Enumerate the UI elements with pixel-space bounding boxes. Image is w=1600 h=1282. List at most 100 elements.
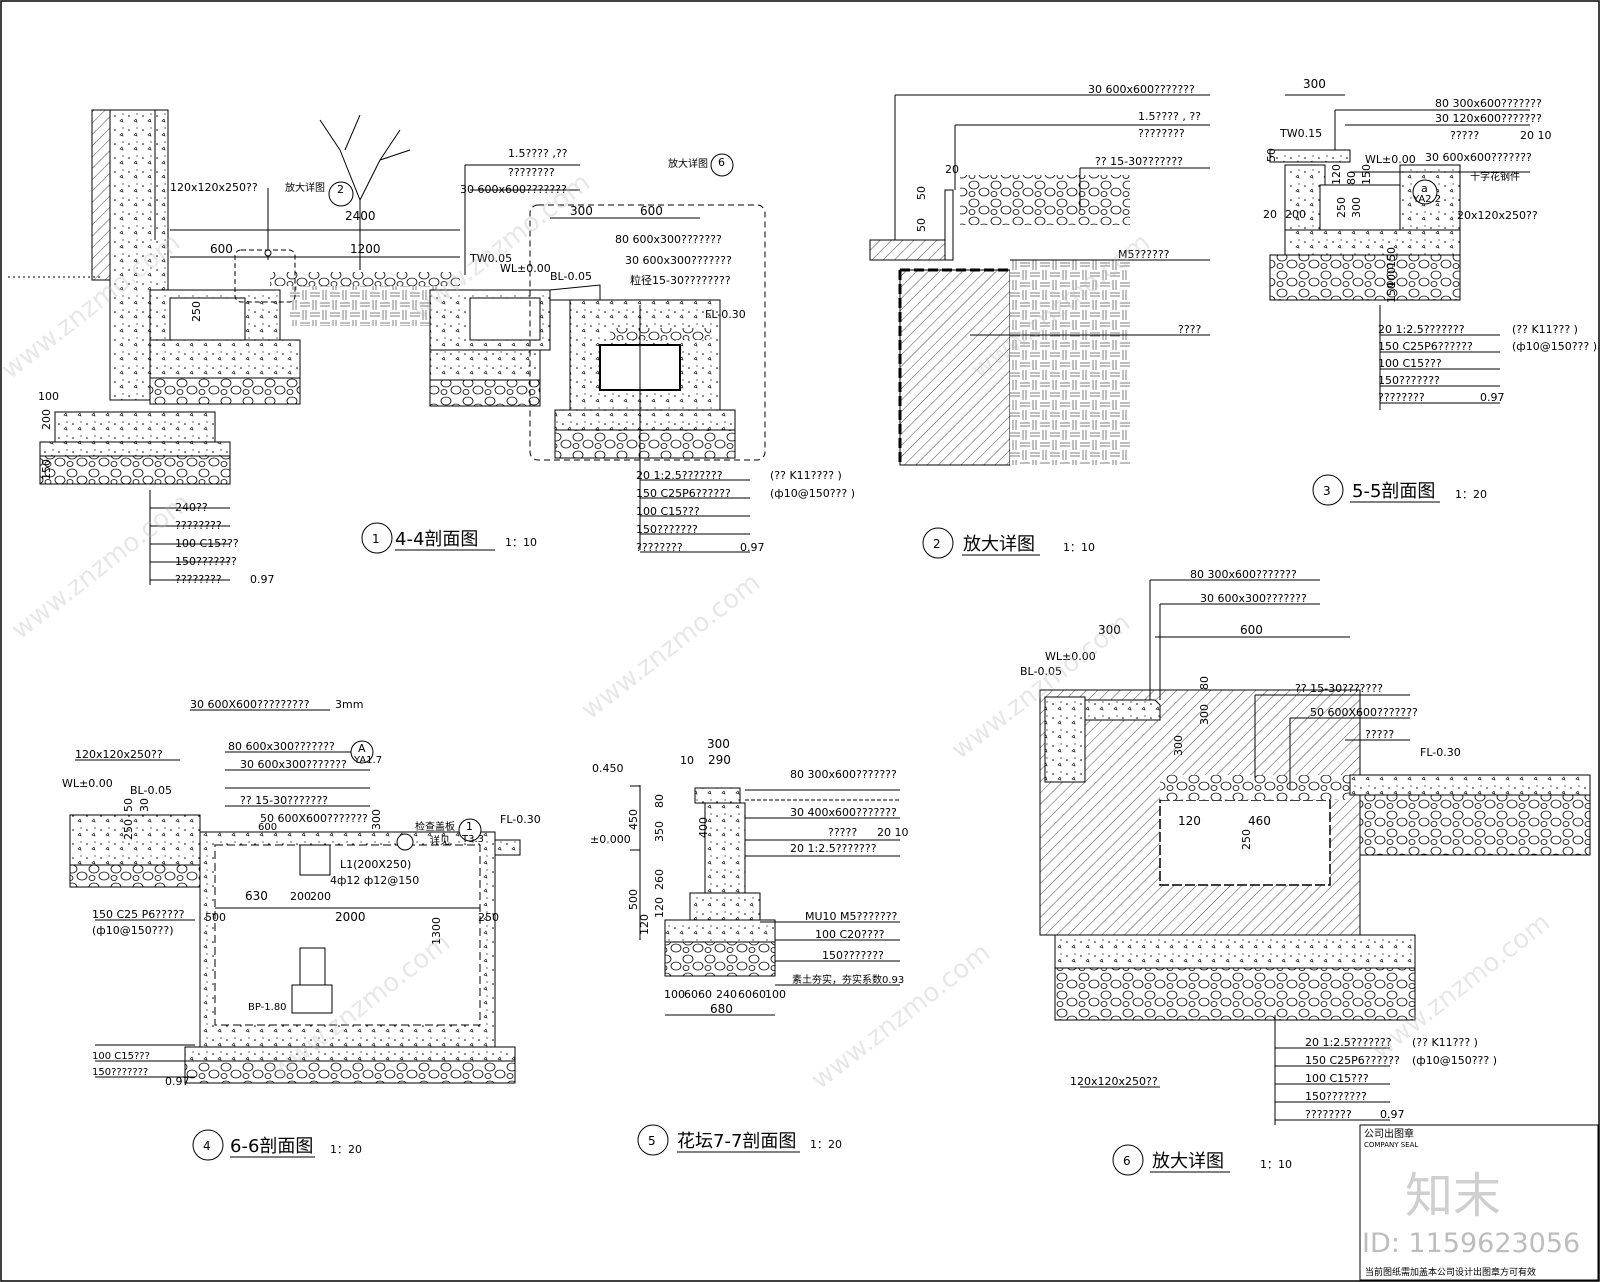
d4-left-note-2: (ф10@150???) [92, 924, 174, 937]
d1-dim-2400: 2400 [345, 209, 376, 223]
d5-dim-80: 80 [653, 794, 666, 808]
d4-scale: 1：20 [330, 1143, 362, 1156]
d5-note-8: 150??????? [822, 949, 884, 962]
d4-title-number: 4 [203, 1139, 211, 1153]
d1-bottom-note-6: 150??????? [636, 523, 698, 536]
d3-bottom-note-1: 20 1:2.5??????? [1378, 323, 1465, 336]
d5-note-2: 30 400x600??????? [790, 806, 897, 819]
d5-note-5: 20 1:2.5??????? [790, 842, 877, 855]
d3-dim-300: 300 [1303, 77, 1326, 91]
d6-note-3: ?? 15-30??????? [1295, 682, 1383, 695]
d1-scale: 1：10 [505, 536, 537, 549]
d4-dim-300: 300 [370, 809, 383, 830]
d3-dim-120: 120 [1330, 164, 1343, 185]
d5-dim-300: 300 [707, 737, 730, 751]
d2-note-1: 30 600x600??????? [1088, 83, 1195, 96]
d6-level-fl: FL-0.30 [1420, 746, 1461, 759]
d5-dim-100a: 100 [664, 988, 685, 1001]
d4-note-7: 50 600X600??????? [260, 812, 368, 825]
d4-left-note-1: 150 C25 P6????? [92, 908, 185, 921]
d3-level-wl: WL±0.00 [1365, 153, 1416, 166]
d5-note-6: MU10 M5??????? [805, 910, 898, 923]
d2-note-5: M5?????? [1118, 248, 1170, 261]
d1-title: 4-4剖面图 [395, 529, 478, 550]
d4-dim-200a: 200 [290, 890, 311, 903]
d5-dim-240: 240 [716, 988, 737, 1001]
d5-dim-10: 10 [680, 754, 694, 767]
d6-note-5: ????? [1365, 728, 1394, 741]
d4-callout-a-sub: YA1.7 [353, 755, 382, 766]
d1-note-5: 放大详图 [285, 181, 325, 194]
d1-dim-150: 150 [40, 459, 53, 480]
d6-dim-120: 120 [1178, 814, 1201, 828]
d4-level-bl: BL-0.05 [130, 784, 172, 797]
drawing-6-detail: 80 300x600??????? 30 600x300??????? ?? 1… [1020, 568, 1591, 1176]
d5-title-number: 5 [648, 1134, 656, 1148]
d3-dim-150b: 150 [1385, 247, 1398, 268]
d1-note-2: ???????? [508, 166, 555, 179]
d4-callout-a: A [358, 742, 366, 755]
d5-dim-60c: 60 [738, 988, 752, 1001]
drawing-1-section-4-4: 1.5???? ,?? ???????? 30 600x600??????? 1… [8, 109, 855, 586]
seal-brand: 知末 [1405, 1168, 1501, 1224]
d5-dim-500: 500 [627, 889, 640, 910]
d3-dim-80: 80 [1345, 171, 1358, 185]
seal-id: ID: 1159623056 [1362, 1228, 1580, 1259]
d3-scale: 1：20 [1455, 488, 1487, 501]
d6-bottom-note-4: (ф10@150??? ) [1412, 1054, 1497, 1067]
d1-dim-100: 100 [38, 390, 59, 403]
d1-bottom-note-8: 0.97 [740, 541, 765, 554]
d6-bottom-note-2: (?? K11??? ) [1412, 1036, 1478, 1049]
d5-dim-60a: 60 [684, 988, 698, 1001]
d2-title-number: 2 [933, 537, 941, 551]
d3-bottom-note-2: (?? K11??? ) [1512, 323, 1578, 336]
d4-dim-250: 250 [478, 911, 499, 924]
d6-bottom-note-3: 150 C25P6?????? [1305, 1054, 1400, 1067]
d4-note-1: 30 600X600????????? [190, 698, 310, 711]
d1-bottom-note-3: 150 C25P6?????? [636, 487, 731, 500]
d5-dim-450: 450 [627, 809, 640, 830]
d4-note-8: 检查盖板 [415, 820, 455, 833]
d6-bottom-note-7: ???????? [1305, 1108, 1352, 1121]
d2-dim-20: 20 [945, 163, 959, 176]
d5-level-1: 0.450 [592, 762, 624, 775]
d4-note-3: 120x120x250?? [75, 748, 163, 761]
d4-callout-1: 1 [466, 820, 473, 833]
d6-dim-600: 600 [1240, 623, 1263, 637]
drawing-4-section-6-6: 30 600X600????????? 3mm 120x120x250?? 80… [62, 698, 541, 1161]
d1-title-number: 1 [372, 532, 380, 546]
d2-title: 放大详图 [963, 534, 1035, 555]
d1-right-note-1: 80 600x300??????? [615, 233, 722, 246]
d3-bottom-note-7: ???????? [1378, 391, 1425, 404]
d4-note-5: 30 600x300??????? [240, 758, 347, 771]
d1-dim-250: 250 [190, 301, 203, 322]
d3-bottom-note-8: 0.97 [1480, 391, 1505, 404]
d5-note-9: 素土夯实，夯实系数0.93 [792, 973, 904, 986]
d6-dim-460: 460 [1248, 814, 1271, 828]
d1-level-wl: WL±0.00 [500, 262, 551, 275]
d5-note-7: 100 C20???? [815, 928, 885, 941]
d2-note-4: ?? 15-30??????? [1095, 155, 1183, 168]
d1-callout-6: 6 [718, 156, 725, 169]
watermark-5: www.znzmo.com [576, 568, 766, 726]
d1-level-fl: FL-0.30 [705, 308, 746, 321]
d1-right-note-3: 粒径15-30???????? [630, 273, 731, 287]
d5-title: 花坛7-7剖面图 [677, 1131, 796, 1152]
d1-dim-1200: 1200 [350, 242, 381, 256]
d1-right-note-2: 30 600x300??????? [625, 254, 732, 267]
d6-note-2: 30 600x300??????? [1200, 592, 1307, 605]
d1-note-3: 30 600x600??????? [460, 183, 567, 196]
d1-level-tw: TW0.05 [469, 252, 512, 265]
d6-note-1: 80 300x600??????? [1190, 568, 1297, 581]
d4-dim-200b: 200 [310, 890, 331, 903]
seal-footer: 当前图纸需加盖本公司设计出图章方可有效 [1365, 1266, 1536, 1278]
d6-bottom-note-5: 100 C15??? [1305, 1072, 1369, 1085]
d4-note-6: ?? 15-30??????? [240, 794, 328, 807]
d1-detail-label: 放大详图 [668, 157, 708, 170]
d1-note-1: 1.5???? ,?? [508, 147, 568, 160]
d4-left-note-3: 100 C15??? [92, 1051, 150, 1062]
d1-left-note-5: ???????? [175, 573, 222, 586]
d1-note-4: 120x120x250?? [170, 181, 258, 194]
seal-title-cn: 公司出图章 [1364, 1127, 1414, 1140]
